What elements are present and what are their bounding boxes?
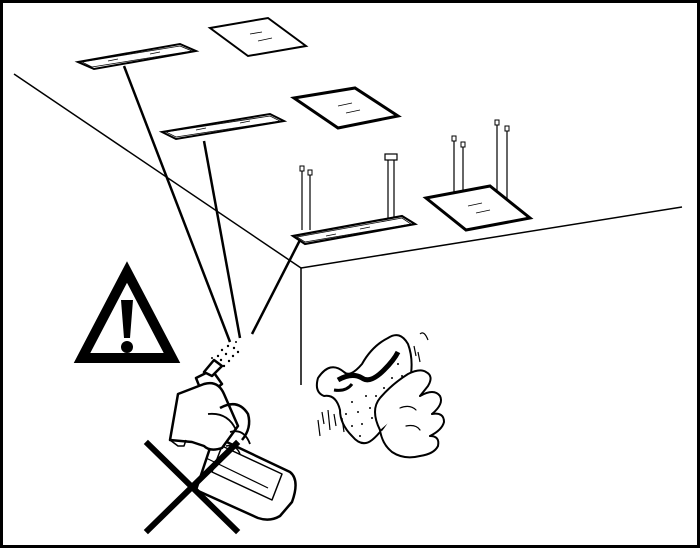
spray-lines <box>124 66 300 342</box>
ceiling-panel <box>162 114 284 139</box>
ceiling-panel <box>78 44 196 69</box>
ceiling-panel <box>210 18 306 56</box>
suspended-panel <box>293 154 415 244</box>
spray-bottle-icon <box>170 360 296 520</box>
ceiling-panel <box>294 88 398 128</box>
suspended-panel <box>426 120 530 230</box>
warning-triangle-icon <box>82 272 172 358</box>
